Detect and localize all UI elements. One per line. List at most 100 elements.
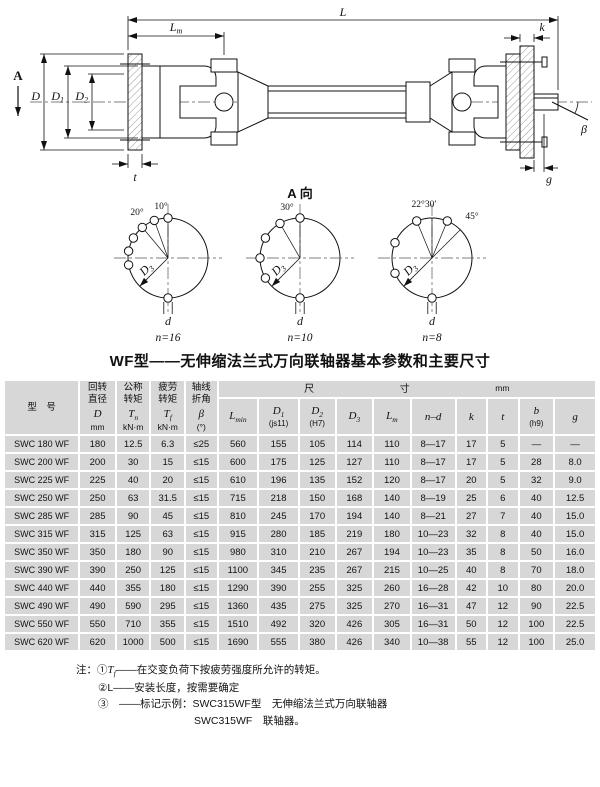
value-cell: 390: [78, 560, 117, 581]
value-cell: 150: [297, 488, 337, 509]
value-cell: 350: [78, 542, 117, 563]
model-cell: SWC 490 WF: [2, 596, 81, 617]
bolt-pattern-diagram-n10: 30° D3 d n=10: [246, 202, 354, 344]
value-cell: 32: [454, 524, 489, 545]
value-cell: 250: [78, 488, 117, 509]
value-cell: 980: [216, 542, 260, 563]
value-cell: 8.0: [553, 452, 597, 473]
value-cell: 390: [257, 578, 300, 599]
hole-dia-label: d: [165, 314, 172, 328]
column-group-dimensions: 尺 寸 mm: [216, 379, 598, 399]
value-cell: 125: [149, 560, 187, 581]
hole-count-label: n=10: [287, 332, 312, 344]
value-cell: 180: [149, 578, 187, 599]
value-cell: ≤15: [184, 506, 219, 527]
angle-label: 45°: [465, 211, 479, 222]
model-cell: SWC 315 WF: [2, 524, 81, 545]
column-header-dim-5: n–d: [409, 396, 457, 437]
value-cell: 80: [517, 578, 556, 599]
angle-label: 22°30′: [412, 199, 437, 210]
value-cell: 22.5: [553, 596, 597, 617]
model-cell: SWC 200 WF: [2, 452, 81, 473]
value-cell: 715: [216, 488, 260, 509]
value-cell: 6.3: [149, 434, 187, 455]
value-cell: 5: [486, 452, 520, 473]
notes-section: 注：①Tf——在交变负荷下按疲劳强度所允许的转矩。 ②L——安装长度，按需要确定…: [76, 662, 600, 729]
value-cell: ≤15: [184, 452, 219, 473]
model-cell: SWC 250 WF: [2, 488, 81, 509]
dim-label-D: D: [30, 89, 40, 103]
column-header-dim-1: D1(js11): [257, 396, 300, 437]
value-cell: 260: [372, 578, 412, 599]
dim-label-D2: D2: [74, 89, 88, 105]
value-cell: ≤15: [184, 596, 219, 617]
model-cell: SWC 620 WF: [2, 632, 81, 653]
value-cell: 200: [78, 452, 117, 473]
value-cell: 31.5: [149, 488, 187, 509]
value-cell: 250: [114, 560, 152, 581]
value-cell: 10: [486, 578, 520, 599]
value-cell: 50: [517, 542, 556, 563]
column-header-dim-0: Lmin: [216, 396, 260, 437]
value-cell: 185: [297, 524, 337, 545]
model-cell: SWC 180 WF: [2, 434, 81, 455]
value-cell: 1690: [216, 632, 260, 653]
value-cell: 70: [517, 560, 556, 581]
value-cell: 325: [334, 578, 375, 599]
value-cell: 267: [334, 542, 375, 563]
hole-count-label: n=16: [155, 332, 180, 344]
column-header-dim-4: Lm: [372, 396, 412, 437]
value-cell: 345: [257, 560, 300, 581]
value-cell: 1100: [216, 560, 260, 581]
value-cell: 560: [216, 434, 260, 455]
value-cell: 90: [114, 506, 152, 527]
value-cell: 219: [334, 524, 375, 545]
value-cell: 1000: [114, 632, 152, 653]
value-cell: 10—38: [409, 632, 457, 653]
value-cell: —: [553, 434, 597, 455]
value-cell: 1510: [216, 614, 260, 635]
value-cell: 340: [372, 632, 412, 653]
column-header-dim-8: b(h9): [517, 396, 556, 437]
value-cell: 492: [257, 614, 300, 635]
value-cell: 10—25: [409, 560, 457, 581]
value-cell: 9.0: [553, 470, 597, 491]
value-cell: 280: [257, 524, 300, 545]
value-cell: 194: [334, 506, 375, 527]
value-cell: 63: [149, 524, 187, 545]
column-header-axis-angle: 轴线 折角 β (°): [184, 378, 219, 437]
angle-label: 30°: [280, 202, 294, 213]
parameters-table: 型 号 回转 直径 D mm 公称 转矩 Tn kN·m 疲劳 转矩 T: [2, 378, 598, 653]
value-cell: 12: [486, 596, 520, 617]
value-cell: 40: [114, 470, 152, 491]
dim-label-g: g: [546, 172, 552, 186]
angle-label: 10°: [154, 201, 168, 212]
value-cell: 8—17: [409, 452, 457, 473]
value-cell: 5: [486, 434, 520, 455]
value-cell: 426: [334, 632, 375, 653]
value-cell: 355: [149, 614, 187, 635]
column-header-dim-6: k: [454, 396, 489, 437]
value-cell: 555: [257, 632, 300, 653]
model-cell: SWC 350 WF: [2, 542, 81, 563]
dim-label-k: k: [539, 20, 545, 34]
note-3: ③ ——标记示例：SWC315WF型 无伸缩法兰式万向联轴器: [98, 698, 388, 711]
value-cell: 40: [517, 506, 556, 527]
column-header-model: 型 号: [2, 378, 81, 437]
value-cell: 310: [257, 542, 300, 563]
value-cell: 500: [149, 632, 187, 653]
value-cell: ≤15: [184, 542, 219, 563]
value-cell: ≤15: [184, 560, 219, 581]
value-cell: 620: [78, 632, 117, 653]
dimension-labels: L Lm k A D D1 D2 t g β A 向: [13, 5, 587, 201]
value-cell: 30: [114, 452, 152, 473]
value-cell: 267: [334, 560, 375, 581]
column-header-dim-7: t: [486, 396, 520, 437]
value-cell: 47: [454, 596, 489, 617]
value-cell: 12.5: [114, 434, 152, 455]
